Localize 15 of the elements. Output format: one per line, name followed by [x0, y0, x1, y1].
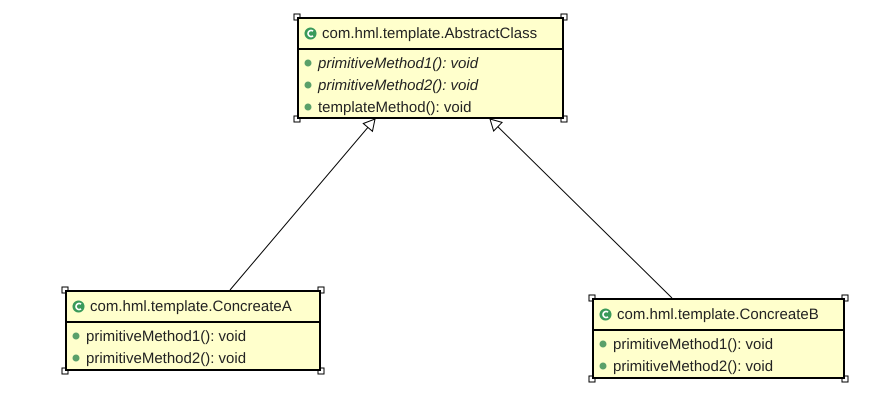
class-name: com.hml.template.ConcreateB [617, 306, 819, 323]
class-box [65, 290, 321, 371]
class-box [297, 17, 564, 119]
method-signature: primitiveMethod1(): void [318, 54, 478, 72]
method-signature: primitiveMethod1(): void [86, 328, 246, 344]
class-name: com.hml.template.ConcreateA [90, 298, 292, 315]
method-signature: primitiveMethod1(): void [613, 336, 774, 352]
method-signature: primitiveMethod2(): void [613, 358, 774, 374]
method-signature: templateMethod(): void [318, 98, 472, 116]
method-signature: primitiveMethod2(): void [318, 76, 478, 94]
method-signature: primitiveMethod2(): void [86, 350, 246, 366]
generalization-arrow [490, 118, 672, 298]
class-name: com.hml.template.AbstractClass [322, 25, 538, 42]
class-box [592, 298, 845, 379]
generalization-arrow [230, 118, 376, 290]
